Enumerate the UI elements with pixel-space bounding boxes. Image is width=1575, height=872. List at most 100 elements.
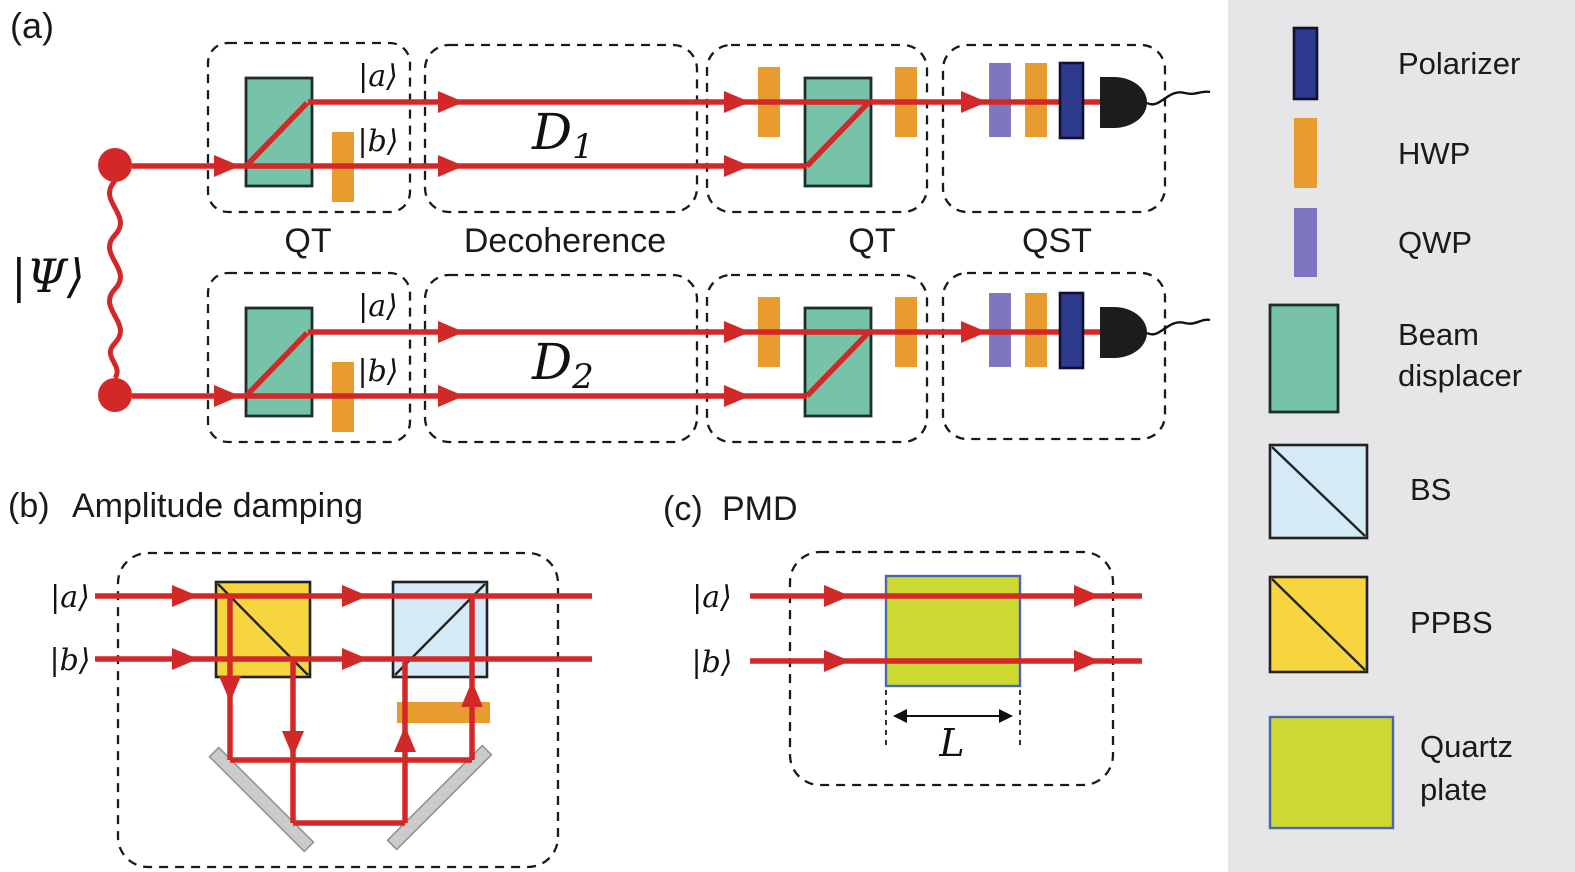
beam-arrowhead (961, 91, 987, 113)
legend-polarizer-swatch (1292, 26, 1319, 101)
beam-arrowhead (961, 321, 987, 343)
mode-label-b-panel-c: |b⟩ (691, 645, 732, 680)
legend-quartz-swatch (1268, 715, 1395, 830)
mode-label-a-row1: |a⟩ (358, 59, 398, 94)
amplitude-damping-box (116, 551, 560, 869)
legend-bs-diagonal (1271, 446, 1366, 537)
beam-arrowhead (1074, 585, 1100, 607)
fiber-row1 (1146, 90, 1211, 106)
legend-qwp-label: QWP (1398, 225, 1472, 260)
channel-letter: D (531, 103, 572, 161)
detector-row1 (1100, 77, 1147, 128)
panel-b-title-text: Amplitude damping (72, 487, 363, 525)
legend-ppbs-label: PPBS (1410, 605, 1493, 640)
mirror-right (386, 744, 493, 851)
stage-label-decoherence: Decoherence (464, 222, 666, 260)
stage-label-qt-first: QT (284, 222, 331, 260)
beam-arrowhead (724, 385, 750, 407)
detector-row2 (1100, 307, 1147, 358)
beam-arrowhead (824, 585, 850, 607)
beam-arrowhead (824, 650, 850, 672)
channel-letter: D (531, 333, 572, 391)
mode-label-b-row2: |b⟩ (357, 354, 398, 389)
pmd-box (788, 550, 1115, 787)
beam-arrowhead (724, 155, 750, 177)
hwp-horizontal (397, 702, 490, 723)
photon-dot-bottom (98, 378, 132, 412)
beam-arrowhead (214, 155, 240, 177)
beam-arrowhead (724, 321, 750, 343)
mode-label-a-panel-c: |a⟩ (692, 580, 732, 615)
legend-quartz-label-line2: plate (1420, 772, 1487, 807)
legend-beam-displacer-label-line1: Beam (1398, 317, 1479, 352)
beams-row2 (132, 321, 1102, 407)
panel-a-label: (a) (10, 5, 54, 46)
qst-box-row2 (941, 271, 1167, 441)
plate-length-label: L (938, 721, 964, 765)
qt1-box-row2 (206, 271, 412, 444)
legend-polarizer-label: Polarizer (1398, 46, 1520, 81)
beam-arrowhead (172, 585, 198, 607)
legend-beam-displacer-label-line2: displacer (1398, 358, 1522, 393)
entangled-photon-source: |Ψ⟩ (11, 148, 132, 412)
decoherence-box-row2 (423, 273, 699, 444)
length-annotation: L (885, 690, 1021, 765)
length-arrowhead-left (893, 709, 907, 723)
mode-label-a-row2: |a⟩ (358, 289, 398, 324)
mode-label-b-panel-b: |b⟩ (49, 643, 90, 678)
beam-arrowhead (172, 648, 198, 670)
beam-arrowhead-up (461, 681, 483, 707)
legend-hwp-swatch (1294, 118, 1317, 188)
bd1-diagonal-row1 (245, 101, 309, 167)
legend-quartz-label-line1: Quartz (1420, 729, 1513, 764)
polarizer-row1 (1058, 61, 1085, 140)
bd1-diagonal-row2 (245, 331, 309, 397)
panel-c-label: (c) (663, 490, 703, 528)
qt2-box-row1 (705, 43, 929, 214)
panel-b-label: (b) (8, 487, 50, 525)
qst-box-row1 (941, 43, 1167, 214)
beam-arrowhead (1074, 650, 1100, 672)
qt2-box-row2 (705, 273, 929, 444)
quartz-plate (884, 574, 1022, 688)
beam-arrowhead-down (219, 676, 241, 702)
beams-panel-c (750, 585, 1142, 672)
beams-row1 (132, 91, 1102, 177)
legend-beam-displacer-swatch (1268, 303, 1340, 414)
beam-arrowhead (438, 91, 464, 113)
legend: Polarizer HWP QWP Beam displacer BS PPBS… (1228, 0, 1575, 872)
bd2-diagonal-row1 (805, 101, 870, 168)
panel-c-title-text: PMD (722, 490, 798, 528)
entanglement-wavy-line (107, 179, 123, 380)
panel-a: (a) |Ψ⟩ (10, 5, 1211, 444)
mode-label-a-panel-b: |a⟩ (50, 580, 90, 615)
psi-state-label: |Ψ⟩ (11, 249, 85, 303)
legend-bs-label: BS (1410, 472, 1451, 507)
legend-ppbs-diagonal (1271, 578, 1366, 671)
legend-qwp-swatch (1294, 208, 1317, 277)
channel-label-d2: D2 (531, 333, 594, 397)
channel-subscript: 2 (571, 357, 594, 397)
beam-arrowhead (342, 648, 368, 670)
photon-dot-top (98, 148, 132, 182)
beam-arrowhead (214, 385, 240, 407)
legend-hwp-label: HWP (1398, 136, 1470, 171)
beams-panel-b (95, 585, 592, 826)
bd2-diagonal-row2 (805, 331, 870, 398)
beam-arrowhead-up (394, 726, 416, 752)
decoherence-box-row1 (423, 43, 699, 214)
beam-arrowhead-down (282, 731, 304, 757)
beam-arrowhead (438, 155, 464, 177)
panel-c-title: (c) PMD (663, 490, 798, 528)
stage-label-qt-second: QT (848, 222, 895, 260)
panel-c: (c) PMD L |a⟩ |b⟩ (663, 490, 1142, 787)
beam-arrowhead (342, 585, 368, 607)
polarizer-row2 (1058, 291, 1085, 370)
beam-arrowhead (724, 91, 750, 113)
channel-subscript: 1 (572, 127, 594, 167)
beam-arrowhead (438, 385, 464, 407)
panel-b: (b) Amplitude damping (8, 487, 592, 869)
beam-arrowhead (438, 321, 464, 343)
